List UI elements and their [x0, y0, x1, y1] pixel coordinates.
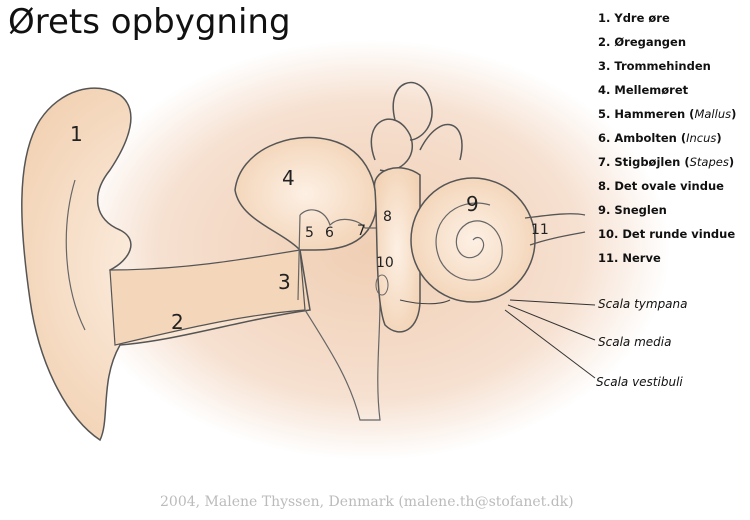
legend: 1. Ydre øre 2. Øregangen 3. Trommehinden…	[598, 8, 736, 272]
legend-item: 9. Sneglen	[598, 203, 667, 217]
legend-item: 10. Det runde vindue	[598, 227, 736, 241]
label-8: 8	[383, 209, 392, 225]
label-7: 7	[357, 223, 366, 239]
legend-item: 6. Ambolten (Incus)	[598, 131, 722, 145]
credit-line: 2004, Malene Thyssen, Denmark (malene.th…	[160, 494, 574, 510]
eustachian-tube	[304, 299, 381, 421]
ear-fold	[65, 179, 86, 331]
scala-leader-lines	[504, 299, 596, 379]
label-4: 4	[282, 166, 295, 190]
cochlea-spiral	[435, 202, 503, 281]
label-6: 6	[325, 225, 334, 241]
legend-item: 8. Det ovale vindue	[598, 179, 724, 193]
label-1: 1	[70, 122, 83, 146]
legend-item: 5. Hammeren (Mallus)	[598, 107, 737, 121]
label-3: 3	[278, 270, 291, 294]
fluid-arrow	[399, 299, 451, 305]
ossicles	[297, 209, 378, 301]
scala-vestibuli-label: Scala vestibuli	[596, 375, 683, 389]
page-title: Ørets opbygning	[8, 2, 291, 42]
label-11: 11	[531, 222, 549, 238]
middle-ear	[234, 136, 377, 251]
legend-item: 11. Nerve	[598, 251, 661, 265]
label-5: 5	[305, 225, 314, 241]
round-window	[375, 274, 389, 296]
legend-item: 4. Mellemøret	[598, 83, 689, 97]
background-glow	[70, 40, 670, 460]
label-9: 9	[466, 192, 479, 216]
label-2: 2	[171, 310, 184, 334]
outer-ear	[21, 87, 311, 442]
legend-item: 2. Øregangen	[598, 35, 687, 49]
legend-item: 1. Ydre øre	[598, 11, 670, 25]
nerve	[524, 213, 586, 246]
vestibule	[373, 167, 421, 333]
legend-item: 3. Trommehinden	[598, 59, 711, 73]
legend-item: 7. Stigbøjlen (Stapes)	[598, 155, 735, 169]
label-10: 10	[376, 255, 394, 271]
scala-media-label: Scala media	[598, 335, 672, 349]
scala-tympana-label: Scala tympana	[598, 297, 688, 311]
